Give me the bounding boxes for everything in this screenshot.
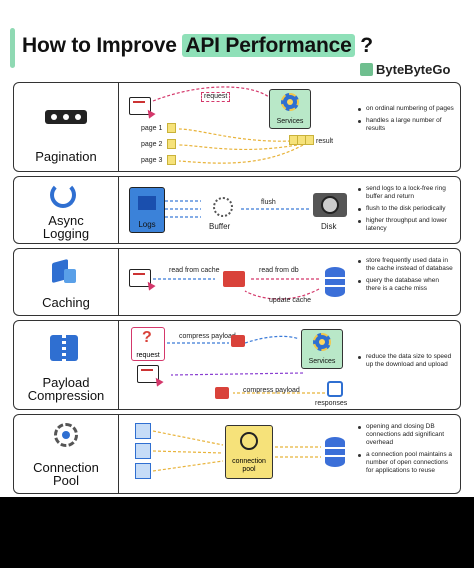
caching-arrows — [153, 278, 320, 300]
note-item: opening and closing DB connections add s… — [356, 423, 454, 447]
app-box — [135, 463, 151, 479]
buffer-label: Buffer — [209, 222, 231, 231]
row-label: Caching — [42, 295, 90, 310]
update-cache-label: update cache — [269, 297, 312, 304]
logs-box: Logs — [129, 187, 165, 233]
disk-icon — [313, 193, 347, 217]
page-2-label: page 2 — [141, 141, 163, 148]
logging-arrows — [165, 200, 309, 218]
pagination-arrows — [152, 86, 304, 164]
page-title: How to Improve API Performance ? — [22, 34, 373, 57]
page-3-label: page 3 — [141, 157, 163, 164]
page-2-box — [167, 139, 176, 149]
result-label: result — [316, 138, 334, 145]
row-caching: Caching read from cache read from db upd… — [13, 248, 461, 316]
page-3-box — [167, 155, 176, 165]
note-item: a connection pool maintains a number of … — [356, 451, 454, 475]
database-icon — [325, 267, 345, 297]
caching-diagram: read from cache read from db update cach… — [118, 249, 352, 315]
page-1-box — [167, 123, 176, 133]
pool-arrows — [152, 430, 321, 472]
payload-arrows — [167, 335, 325, 394]
app-box — [135, 423, 151, 439]
async-logging-diagram: Logs Buffer flush Disk — [118, 177, 352, 243]
client-icon — [129, 269, 151, 287]
compressed-payload-icon — [231, 335, 245, 347]
database-icon — [325, 437, 345, 467]
pagination-diagram: request Services result page 1 page 2 pa… — [118, 83, 352, 171]
responses-icon — [327, 381, 343, 397]
app-box — [135, 443, 151, 459]
page-1-label: page 1 — [141, 125, 163, 132]
network-hub-icon — [240, 432, 258, 450]
row-pagination: Pagination request Services result page … — [13, 82, 461, 172]
connection-pool-box: connection pool — [225, 425, 273, 479]
compressed-payload-icon — [215, 387, 229, 399]
brand-logo: ByteByteGo — [360, 62, 450, 77]
payload-notes: reduce the data size to speed up the dow… — [356, 353, 454, 373]
disk-label: Disk — [321, 222, 337, 231]
note-item: send logs to a lock-free ring buffer and… — [356, 185, 454, 201]
async-logging-notes: send logs to a lock-free ring buffer and… — [356, 185, 454, 237]
cache-icon — [223, 271, 245, 287]
responses-label: responses — [315, 400, 348, 407]
brand-icon — [360, 63, 373, 76]
note-item: reduce the data size to speed up the dow… — [356, 353, 454, 369]
connection-pool-diagram: connection pool — [118, 415, 352, 493]
pagination-notes: on ordinal numbering of pages handles a … — [356, 105, 454, 137]
title-accent-bar — [10, 28, 15, 68]
pagination-icon — [45, 110, 87, 124]
note-item: on ordinal numbering of pages — [356, 105, 454, 113]
request-label: request — [201, 92, 231, 102]
buffer-spinner-icon — [213, 197, 233, 217]
cache-stack-icon — [52, 258, 78, 287]
gear-icon — [281, 93, 299, 111]
compress-payload-label: compress payload — [179, 333, 236, 340]
result-page-box — [305, 135, 314, 145]
compress-payload-label: compress payload — [243, 387, 300, 394]
note-item: store frequently used data in the cache … — [356, 257, 454, 273]
infographic: How to Improve API Performance ? ByteByt… — [0, 0, 474, 497]
note-item: query the database when there is a cache… — [356, 277, 454, 293]
note-item: higher throughput and lower latency — [356, 217, 454, 233]
read-cache-label: read from cache — [169, 267, 220, 274]
payload-diagram: ? request compress payload Services comp… — [118, 321, 352, 409]
read-db-label: read from db — [259, 267, 299, 274]
refresh-icon — [50, 182, 76, 208]
compressed-folder-icon — [50, 335, 78, 361]
note-item: flush to the disk periodically — [356, 205, 454, 213]
services-box: Services — [301, 329, 343, 369]
gear-icon — [313, 333, 331, 351]
request-box: ? request — [131, 327, 165, 361]
row-label: Pagination — [35, 149, 97, 164]
title-highlight: API Performance — [182, 34, 355, 57]
connection-pool-notes: opening and closing DB connections add s… — [356, 423, 454, 479]
network-gear-icon — [54, 423, 78, 447]
client-icon — [137, 365, 159, 383]
flush-label: flush — [261, 199, 276, 206]
services-box: Services — [269, 89, 311, 129]
caching-notes: store frequently used data in the cache … — [356, 257, 454, 297]
note-item: handles a large number of results — [356, 117, 454, 133]
client-icon — [129, 97, 151, 115]
